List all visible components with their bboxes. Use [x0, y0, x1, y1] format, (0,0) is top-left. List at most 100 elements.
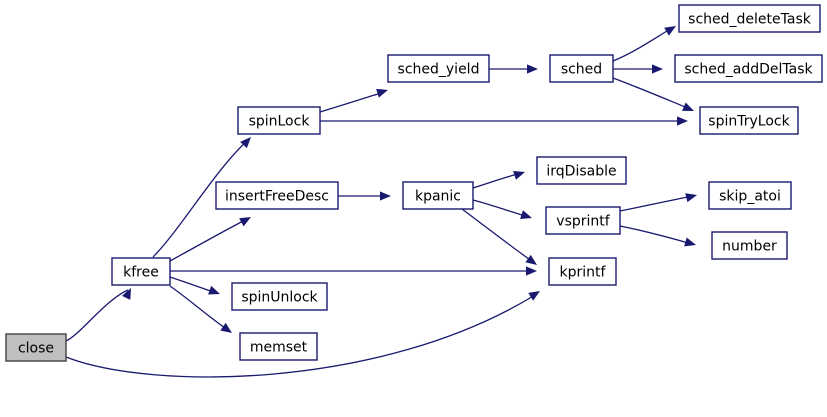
node-sched_yield[interactable]: sched_yield — [387, 54, 490, 83]
node-box[interactable] — [231, 282, 328, 311]
node-insertFreeDesc[interactable]: insertFreeDesc — [215, 181, 339, 210]
node-kpanic[interactable]: kpanic — [402, 181, 474, 210]
node-vsprintf[interactable]: vsprintf — [545, 206, 621, 235]
edge-line — [612, 77, 691, 110]
node-label: sched_deleteTask — [688, 12, 812, 28]
node-box[interactable] — [237, 106, 321, 135]
arrowhead-icon — [528, 291, 540, 301]
node-spinTryLock[interactable]: spinTryLock — [699, 106, 799, 135]
node-sched[interactable]: sched — [549, 54, 614, 83]
edge-kfree-to-kprintf — [170, 266, 537, 276]
edge-kfree-to-insertFreeDesc — [169, 217, 251, 262]
nodes-layer: close kfree spinLock insertFreeDesc spinUnlo… — [5, 4, 823, 362]
arrowhead-icon — [376, 88, 388, 98]
edge-kfree-to-spinLock — [152, 137, 251, 258]
node-kfree[interactable]: kfree — [111, 257, 171, 286]
edge-line — [612, 27, 673, 62]
edge-line — [319, 91, 385, 113]
node-box[interactable] — [239, 332, 318, 361]
node-label: insertFreeDesc — [225, 189, 329, 205]
node-box[interactable] — [678, 4, 821, 33]
node-box[interactable] — [674, 54, 823, 83]
edge-kpanic-to-kprintf — [461, 208, 537, 265]
arrowhead-icon — [664, 26, 676, 36]
node-skip_atoi[interactable]: skip_atoi — [708, 181, 792, 210]
node-close[interactable]: close — [5, 333, 67, 362]
edges-layer — [65, 26, 697, 378]
arrowhead-icon — [526, 266, 537, 276]
edge-line — [461, 208, 534, 263]
node-box[interactable] — [402, 181, 474, 210]
arrowhead-icon — [240, 137, 251, 149]
arrowhead-icon — [525, 254, 537, 265]
arrowhead-icon — [652, 64, 663, 74]
node-label: sched_addDelTask — [684, 62, 813, 78]
node-label: number — [722, 239, 777, 255]
node-label: close — [18, 341, 54, 357]
edge-line — [65, 289, 129, 342]
arrowhead-icon — [677, 116, 688, 126]
node-sched_deleteTask[interactable]: sched_deleteTask — [678, 4, 821, 33]
node-spinLock[interactable]: spinLock — [237, 106, 321, 135]
node-sched_addDelTask[interactable]: sched_addDelTask — [674, 54, 823, 83]
node-number[interactable]: number — [711, 231, 788, 260]
node-label: kprintf — [560, 265, 607, 281]
node-spinUnlock[interactable]: spinUnlock — [231, 282, 328, 311]
node-label: kpanic — [415, 189, 461, 205]
node-box[interactable] — [545, 206, 621, 235]
edge-sched_yield-to-sched — [489, 64, 538, 74]
node-box[interactable] — [548, 257, 617, 286]
edge-line — [619, 225, 693, 245]
node-box[interactable] — [215, 181, 339, 210]
arrowhead-icon — [682, 102, 694, 111]
edge-sched-to-sched_deleteTask — [612, 26, 676, 62]
edge-vsprintf-to-skip_atoi — [619, 193, 697, 212]
edge-kfree-to-memset — [169, 285, 232, 333]
edge-spinLock-to-spinTryLock — [320, 116, 688, 126]
edge-kpanic-to-irqDisable — [472, 171, 525, 189]
edge-sched-to-spinTryLock — [612, 77, 694, 111]
node-label: spinTryLock — [708, 114, 790, 130]
node-label: kfree — [123, 265, 159, 281]
edge-line — [472, 199, 529, 218]
node-memset[interactable]: memset — [239, 332, 318, 361]
node-label: skip_atoi — [719, 189, 781, 205]
edge-kfree-to-spinUnlock — [169, 276, 220, 295]
node-label: spinUnlock — [241, 290, 318, 306]
node-label: vsprintf — [556, 214, 610, 230]
edge-insertFreeDesc-to-kpanic — [338, 191, 391, 201]
edge-kpanic-to-vsprintf — [472, 199, 532, 219]
edge-vsprintf-to-number — [619, 225, 696, 247]
node-box[interactable] — [708, 181, 792, 210]
edge-line — [619, 195, 694, 212]
node-irqDisable[interactable]: irqDisable — [536, 156, 627, 185]
edge-close-to-kprintf — [65, 291, 540, 378]
node-box[interactable] — [536, 156, 627, 185]
arrowhead-icon — [208, 285, 220, 295]
node-box[interactable] — [549, 54, 614, 83]
arrowhead-icon — [684, 237, 696, 247]
node-label: irqDisable — [546, 164, 616, 180]
edge-close-to-kfree — [65, 288, 131, 342]
node-box[interactable] — [699, 106, 799, 135]
edge-spinLock-to-sched_yield — [319, 88, 388, 113]
node-kprintf[interactable]: kprintf — [548, 257, 617, 286]
edge-sched-to-sched_addDelTask — [613, 64, 663, 74]
edge-line — [472, 172, 522, 189]
node-box[interactable] — [711, 231, 788, 260]
edge-line — [65, 294, 536, 378]
node-box[interactable] — [5, 333, 67, 362]
node-label: sched — [561, 62, 602, 78]
node-box[interactable] — [111, 257, 171, 286]
node-label: spinLock — [249, 114, 311, 130]
edge-line — [169, 285, 229, 331]
arrowhead-icon — [380, 191, 391, 201]
arrowhead-icon — [220, 322, 232, 333]
node-box[interactable] — [387, 54, 490, 83]
arrowhead-icon — [520, 210, 532, 219]
node-label: sched_yield — [398, 62, 480, 78]
arrowhead-icon — [685, 193, 697, 203]
node-label: memset — [250, 340, 308, 356]
